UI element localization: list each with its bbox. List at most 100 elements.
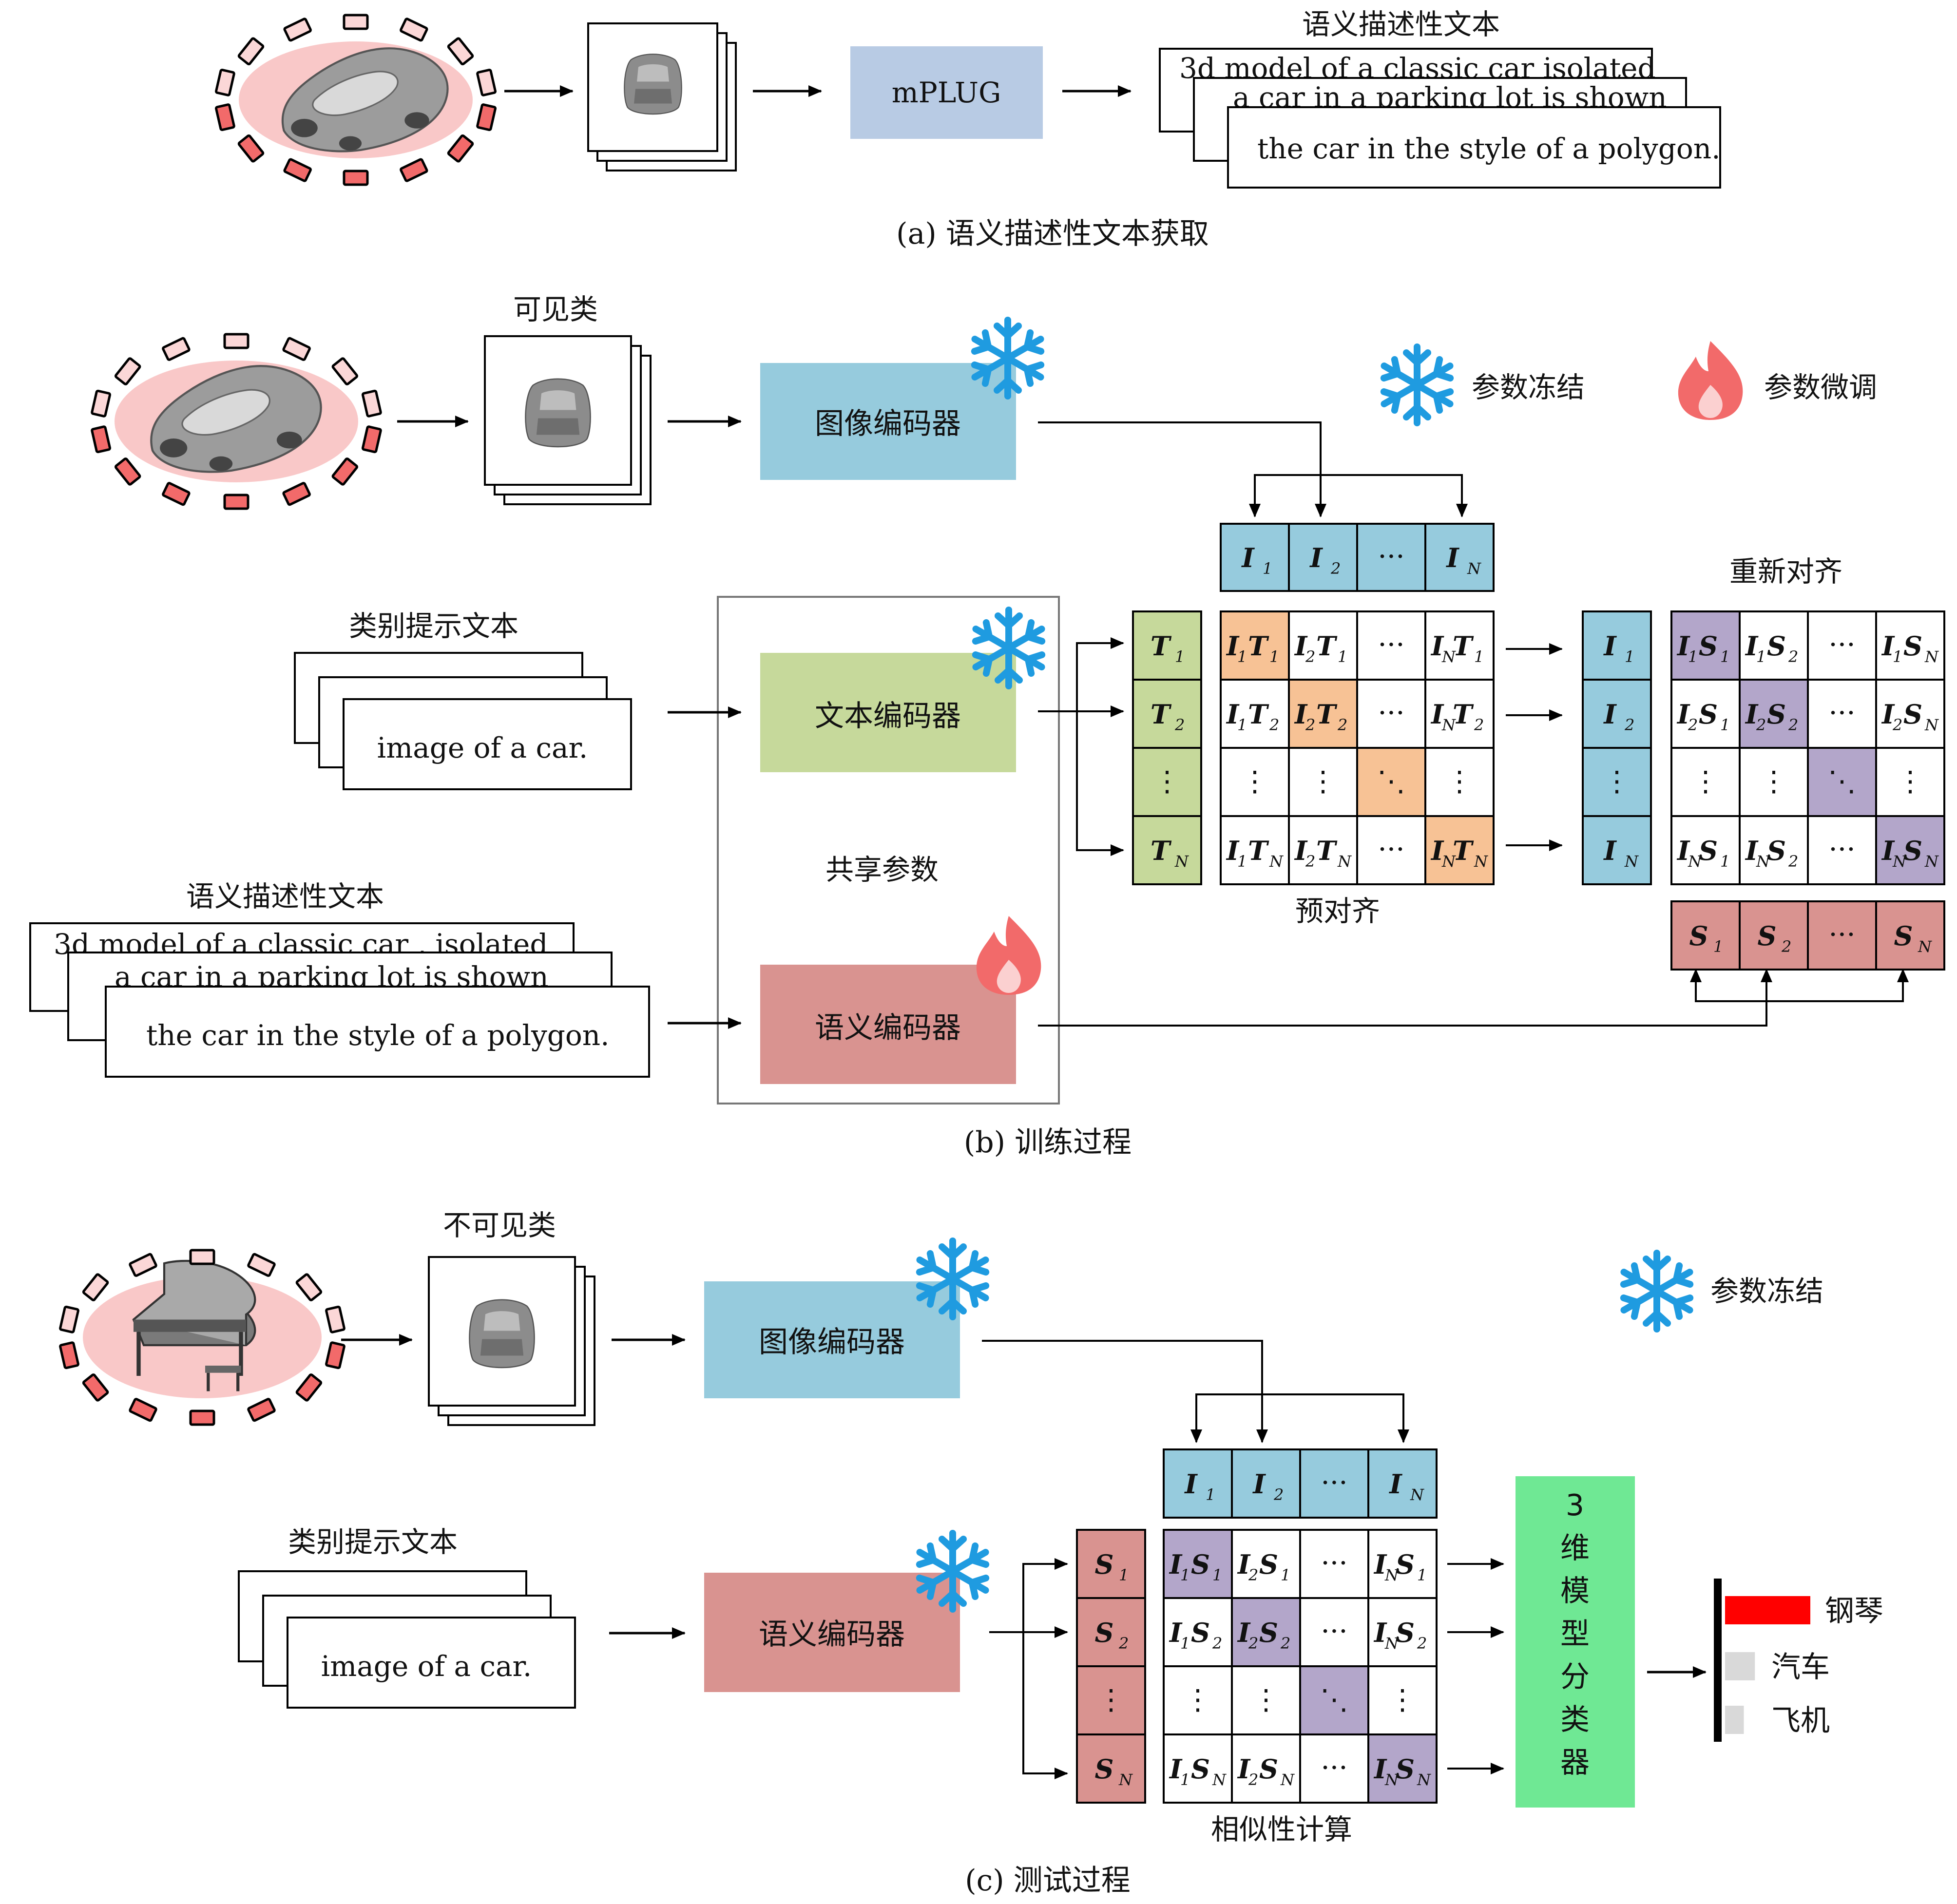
sim-cell-a: I [1169,1617,1183,1648]
t-cell-2-sub: 2 [1174,716,1185,734]
sim-cell-ai: N [1384,1771,1399,1789]
is-cell-b: S [1903,630,1922,662]
sim-cell-b: S [1396,1617,1415,1648]
desc-text-b-3: the car in the style of a polygon. [146,1019,610,1052]
connector-line [1022,1632,1068,1779]
camera-icons-c [59,1249,345,1426]
camera-ring-b [115,361,358,482]
classifier-char: 维 [1560,1531,1590,1565]
panel-b: 可见类 图像编码器 参数冻结 参数微调 共享参数 文本编码器 语义编码器 类别提… [29,293,1945,1160]
sim-cell [1231,1597,1301,1667]
it-cell-a: I [1226,835,1240,866]
i-col-cell-N [1582,815,1652,885]
i-cell-dots-text: ··· [1378,540,1404,573]
prompt-title-b: 类别提示文本 [349,609,518,643]
semantic-encoder-c-label: 语义编码器 [759,1618,905,1652]
is-cell-ai: N [1688,852,1702,871]
sim-cell-b: S [1191,1753,1210,1785]
t-cell-2-text: T [1151,699,1172,730]
is-cell [1739,679,1809,749]
panel-a: mPLUG 语义描述性文本 3d model of a classic car … [214,8,1721,251]
is-cell-text: ··· [1828,628,1855,661]
it-cell-text: ··· [1378,696,1404,729]
camera-icon [325,1305,345,1333]
sim-cell-a: I [1373,1753,1387,1785]
is-cell-a: I [1881,630,1895,662]
it-cell-text: ··· [1378,628,1404,661]
it-cell-ai: N [1441,852,1456,871]
sim-cell-bj: 1 [1281,1566,1290,1584]
camera-icon [237,37,265,66]
sim-cell-bj: 1 [1212,1566,1222,1584]
prediction-bar-label: 汽车 [1771,1650,1830,1684]
connector-line [982,1340,1268,1443]
it-cell-bj: N [1337,852,1352,871]
flame-icon [976,916,1041,995]
is-cell-ai: 2 [1756,716,1766,734]
sim-cell-bj: N [1417,1771,1431,1789]
connector-line [1038,421,1326,517]
i-col-cell-1-text: I [1603,630,1617,662]
is-cell-a: I [1676,699,1690,730]
i-cell-1-sub: 1 [1263,559,1272,578]
i-col-cell-2 [1582,679,1652,749]
i-cell-2-sub: 2 [1273,1485,1284,1504]
it-cell-ai: 2 [1305,852,1315,871]
s-cell-dots [1807,900,1877,971]
sim-cell-a: I [1237,1753,1251,1785]
car-icon [624,54,682,115]
prediction-bar-label: 飞机 [1771,1704,1830,1738]
t-cell-1-text: T [1151,630,1172,662]
it-cell-a: I [1226,699,1240,730]
seen-label: 可见类 [513,293,598,326]
camera-icon [214,68,235,96]
i-col-cell-vdots-text: ⋮ [1603,764,1631,798]
prompt-text-c: image of a car. [321,1650,532,1683]
is-cell-a: I [1676,630,1690,662]
camera-icon [162,482,191,506]
image-encoder-b-label: 图像编码器 [815,407,961,441]
camera-icon [283,18,312,42]
caption-b: (b) 训练过程 [964,1125,1132,1160]
sim-cell-ai: N [1384,1566,1399,1584]
it-cell [1356,747,1426,817]
sim-cell-text: ⋮ [1388,1683,1417,1716]
it-cell-b: T [1453,835,1474,866]
sim-cell-b: S [1259,1549,1278,1580]
text-encoder-b-label: 文本编码器 [815,699,961,733]
is-cell-ai: 2 [1688,716,1698,734]
i-cell-1-text: I [1184,1468,1198,1500]
it-cell-b: T [1248,835,1269,866]
camera-icon [189,1249,215,1265]
camera-ring-c [83,1261,322,1398]
i-cell-dots [1356,523,1426,592]
car-icon [469,1299,535,1369]
it-cell-b: T [1453,630,1474,662]
camera-icon [400,18,428,42]
i-cell-2 [1231,1448,1301,1519]
prediction-bar [1725,1652,1755,1680]
s-cell-N-text: S [1894,920,1913,952]
sim-cell-b: S [1396,1549,1415,1580]
caption-a: (a) 语义描述性文本获取 [896,217,1209,251]
is-cell-bj: 1 [1720,852,1730,871]
it-cell-ai: 1 [1237,647,1247,666]
camera-icon [247,1253,276,1277]
shared-params-box [717,596,1060,1104]
mplug-block [850,46,1043,139]
camera-icon [325,1341,345,1370]
sim-cell-ai: 2 [1248,1634,1258,1653]
s-cell-N-sub: N [1918,937,1932,956]
classifier-char: 模 [1560,1574,1590,1608]
is-cell-bj: N [1924,852,1939,871]
desc-text-stack-a: 3d model of a classic car isolated a car… [1159,48,1721,189]
it-cell-bj: 1 [1338,647,1347,666]
connector-line [1195,1393,1409,1443]
sim-cell-bj: 2 [1212,1634,1222,1653]
camera-icon [189,1409,215,1426]
semantic-encoder-b-label: 语义编码器 [815,1011,961,1045]
sim-cell [1299,1529,1369,1599]
i-cell-dots-text: ··· [1321,1466,1347,1499]
